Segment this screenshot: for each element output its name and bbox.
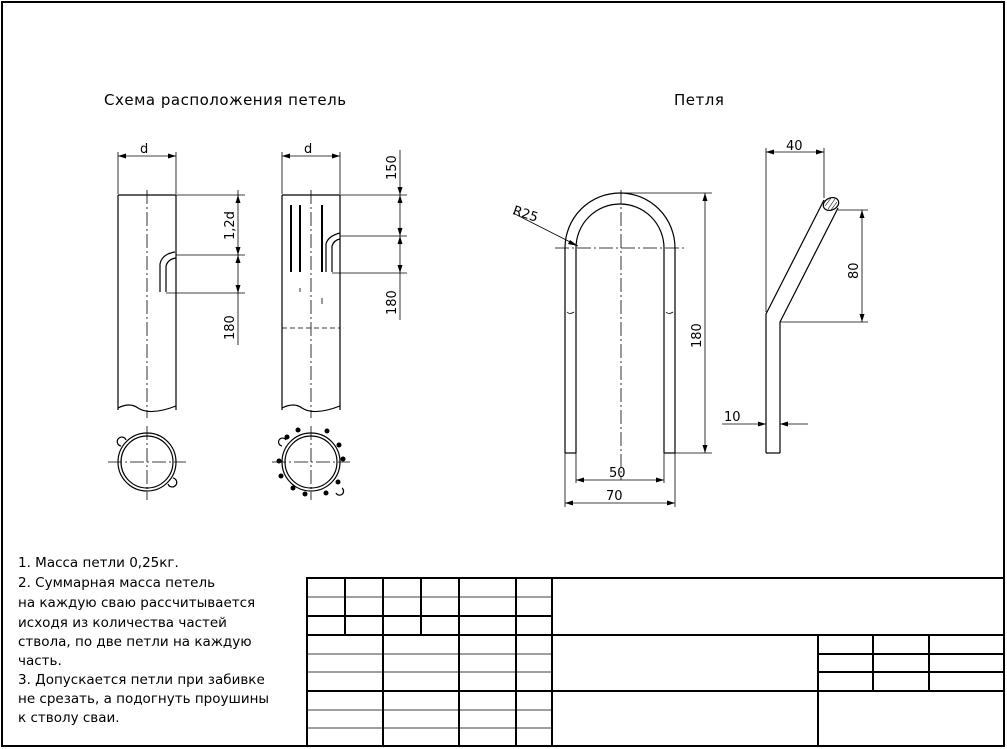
note-line-2: 2. Суммарная масса петель (18, 575, 215, 591)
loop-title: Петля (674, 91, 724, 109)
scheme-title: Схема расположения петель (104, 91, 347, 109)
dim-r25: R25 (511, 204, 540, 226)
dim-10: 10 (724, 410, 741, 425)
dim-40: 40 (786, 139, 803, 154)
dim-150: 150 (385, 155, 400, 180)
dim-180-b: 180 (385, 290, 400, 315)
dim-1-2d: 1,2d (223, 211, 238, 240)
note-line-9: к стволу сваи. (18, 710, 120, 726)
notes-block: 1. Масса петли 0,25кг. 2. Суммарная масс… (18, 555, 269, 726)
pile-view-2: d 150 180 (272, 142, 407, 500)
loop-marks (276, 427, 346, 497)
dim-d-2: d (304, 142, 312, 157)
dim-70: 70 (606, 489, 623, 504)
loop-side-view: 40 80 10 (722, 139, 868, 454)
dim-180-a: 180 (223, 315, 238, 340)
note-line-5: ствола, по две петли на каждую (18, 634, 252, 650)
dim-d-1: d (140, 142, 148, 157)
note-line-7: 3. Допускается петли при забивке (18, 672, 265, 688)
dim-80: 80 (847, 262, 862, 279)
dim-180-c: 180 (690, 323, 705, 348)
loop-front-view: R25 180 50 70 (511, 190, 712, 507)
title-block (306, 577, 1005, 747)
note-line-8: не срезать, а подогнуть проушины (18, 691, 269, 707)
note-line-3: на каждую сваю рассчитывается (18, 595, 255, 611)
note-line-1: 1. Масса петли 0,25кг. (18, 555, 179, 571)
note-line-6: часть. (18, 653, 62, 669)
dim-50: 50 (609, 466, 626, 481)
note-line-4: исходя из количества частей (18, 615, 227, 631)
pile-view-1: d 1,2d 180 (108, 142, 245, 500)
